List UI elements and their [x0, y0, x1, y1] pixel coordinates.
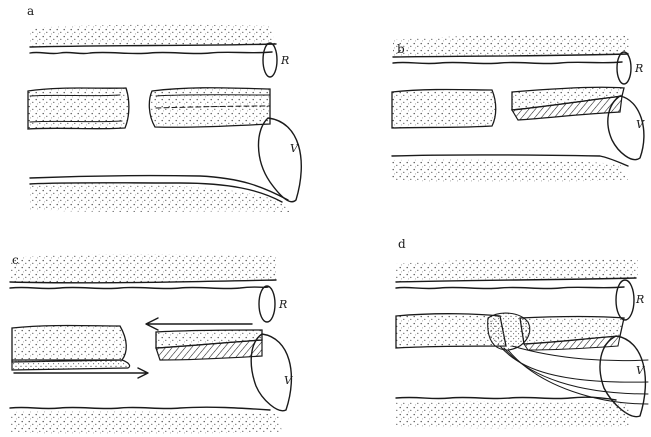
upper-wall-a — [30, 25, 276, 47]
lower-wall-c — [10, 411, 282, 434]
marker-v-c: V — [284, 374, 293, 387]
valve-r-c — [259, 286, 275, 322]
marker-r-c: R — [278, 298, 287, 311]
panel-label-a: a — [27, 4, 34, 18]
lower-wall-d — [396, 401, 630, 428]
bone-left-c — [12, 326, 126, 363]
bone-left-b — [392, 90, 496, 129]
arrow-left-c — [146, 318, 252, 330]
bone-tip-c — [12, 360, 130, 370]
valve-r-a — [263, 43, 277, 77]
panel-a: a R V — [27, 4, 301, 212]
marker-v-b: V — [636, 118, 645, 131]
lower-wall-a — [30, 184, 290, 212]
marker-r-d: R — [635, 293, 644, 306]
panel-b: b R V — [392, 35, 645, 183]
valve-r-b — [617, 52, 631, 84]
marker-r-b: R — [634, 62, 643, 75]
marker-v-d: V — [636, 364, 645, 377]
valve-r-d — [616, 280, 634, 320]
lower-wall-b — [392, 160, 628, 183]
panel-c: c R V — [10, 253, 293, 434]
upper-wall-c — [10, 254, 276, 283]
marker-r-a: R — [280, 54, 289, 67]
upper-wall-b — [393, 35, 630, 57]
bone-left-a — [28, 88, 129, 129]
marker-v-a: V — [290, 142, 299, 155]
panel-label-d: d — [398, 237, 406, 251]
panel-d: d R V — [396, 237, 648, 428]
